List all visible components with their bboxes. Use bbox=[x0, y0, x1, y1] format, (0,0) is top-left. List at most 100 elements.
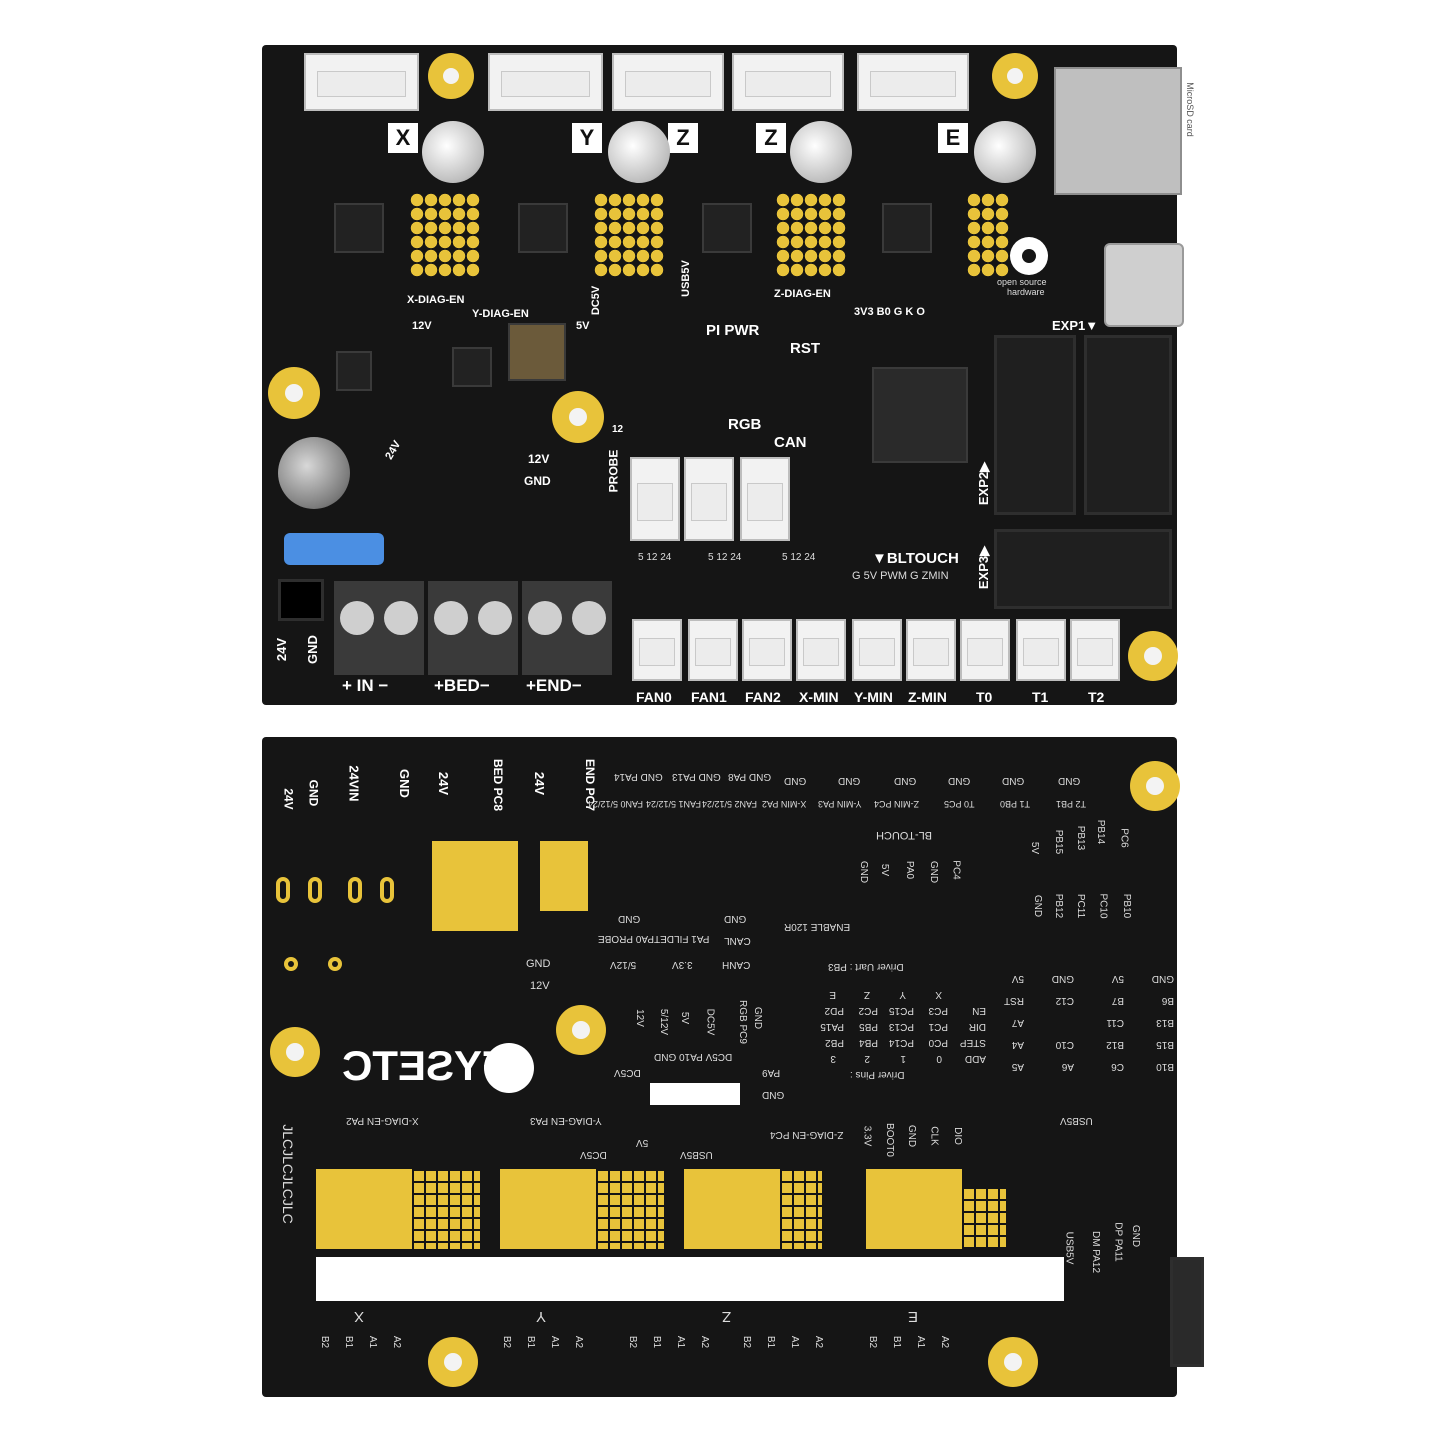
probe-gnd-label: GND bbox=[618, 913, 641, 924]
rgb-gnd-label: GND bbox=[752, 1006, 764, 1030]
enable-label: ENABLE 120R bbox=[784, 921, 851, 932]
power-24v-label: 24V bbox=[274, 637, 290, 662]
rgb-12v-label: 12V bbox=[633, 1009, 645, 1027]
motor-pin-a1: A1 bbox=[549, 1335, 561, 1349]
motor-pin-b2: B2 bbox=[867, 1335, 879, 1349]
fan-volt-label-2: 5 12 24 bbox=[782, 552, 816, 563]
microsd-slot-back bbox=[1170, 1257, 1204, 1367]
pin bbox=[284, 957, 298, 971]
terminal-end-label: +END− bbox=[526, 676, 582, 695]
bltouch-pins-label: G 5V PWM G ZMIN bbox=[852, 570, 949, 582]
driver-pad bbox=[684, 1169, 780, 1249]
uart-dc5v-side: DC5V bbox=[614, 1067, 641, 1078]
t0-connector bbox=[960, 619, 1010, 681]
rst-label: RST bbox=[790, 340, 820, 357]
uart-pa9-label: PA9 bbox=[762, 1067, 781, 1078]
usb-5v-label: 5V bbox=[636, 1137, 649, 1148]
oval-pad bbox=[276, 877, 290, 903]
fan0-signal-label: FAN0 5/12/24 bbox=[588, 799, 644, 809]
xmin-signal-label: X-MIN PA2 bbox=[762, 799, 807, 809]
exp-cell: 5V bbox=[1011, 973, 1024, 984]
can-connector bbox=[684, 457, 734, 541]
driver-row: DIR bbox=[968, 1021, 986, 1032]
usb-usb5v-label: USB5V bbox=[680, 1149, 713, 1160]
t1-label: T1 bbox=[1032, 689, 1049, 705]
probe-33v-label: 3.3V bbox=[672, 959, 693, 970]
exp-cell: B12 bbox=[1106, 1039, 1124, 1050]
terminal-in-label: + IN − bbox=[342, 676, 389, 695]
motor-pin-b1: B1 bbox=[651, 1335, 663, 1349]
motor-pin-b1: B1 bbox=[891, 1335, 903, 1349]
z-min-label: Z-MIN bbox=[908, 689, 947, 705]
can-label: CAN bbox=[774, 434, 807, 451]
rgb-label: RGB bbox=[728, 416, 762, 433]
microsd-slot bbox=[1054, 67, 1182, 195]
thermal-pad-grid bbox=[594, 193, 664, 277]
bottom-board: 24V GND 24VIN GND 24V BED PC8 24V END PC… bbox=[262, 737, 1204, 1397]
z-diag-en-pc4: Z-DIAG-EN PC4 bbox=[770, 1129, 844, 1140]
power-gnd-label: GND bbox=[304, 635, 320, 664]
microsd-label: MicroSD card bbox=[1184, 82, 1195, 137]
motor-connector-z1 bbox=[612, 53, 724, 111]
exp-cell: 5V bbox=[1111, 973, 1124, 984]
exp-cell: B15 bbox=[1156, 1039, 1174, 1050]
zmin-gnd-label: GND bbox=[894, 775, 917, 786]
probe-12-label: 12 bbox=[612, 424, 624, 435]
usb-pin-usb5v: USB5V bbox=[1063, 1231, 1075, 1265]
terminal-end bbox=[522, 581, 612, 675]
exp1-header bbox=[994, 335, 1076, 515]
terminal-bed-label: +BED− bbox=[434, 676, 490, 695]
rgb-5v-label: 5V bbox=[679, 1011, 691, 1025]
power-pad bbox=[432, 841, 518, 931]
stepper-driver-chip bbox=[518, 203, 568, 253]
capacitor bbox=[278, 437, 350, 509]
motor-connector-z2 bbox=[732, 53, 844, 111]
motor-pin-b1: B1 bbox=[525, 1335, 537, 1349]
uart-header-silk bbox=[650, 1083, 740, 1105]
exp3-header bbox=[994, 529, 1172, 609]
uart-gnd-label: GND bbox=[654, 1051, 677, 1062]
y-min-connector bbox=[852, 619, 902, 681]
driver-row: ADD bbox=[964, 1053, 986, 1064]
regulator-chip bbox=[452, 347, 492, 387]
t0-label: T0 bbox=[976, 689, 993, 705]
exp-cell: A5 bbox=[1011, 1061, 1024, 1072]
oval-pad bbox=[380, 877, 394, 903]
driver-row: PB5 bbox=[859, 1021, 878, 1032]
gnd-pin-label: GND bbox=[526, 958, 551, 970]
t2-gnd-label: GND bbox=[1058, 775, 1081, 786]
pi-pwr-label: PI PWR bbox=[706, 322, 760, 339]
driver-pad bbox=[316, 1169, 412, 1249]
driver-row: PB2 bbox=[825, 1037, 844, 1048]
zmin-signal-label: Z-MIN PC4 bbox=[874, 799, 919, 809]
regulator-chip bbox=[336, 351, 372, 391]
fan-volt-label-1: 5 12 24 bbox=[708, 552, 742, 563]
oval-pad bbox=[348, 877, 362, 903]
exp1-label: EXP1▼ bbox=[1052, 318, 1099, 333]
capacitor bbox=[974, 121, 1036, 183]
probe-pa0-label: PA0 PROBE bbox=[598, 933, 654, 944]
brand-label: FYSETC bbox=[342, 1042, 508, 1089]
fan2-label: FAN2 bbox=[745, 689, 781, 705]
driver-row: 1 bbox=[900, 1053, 906, 1064]
uart-gnd-side: GND bbox=[762, 1089, 785, 1100]
stepper-driver-chip bbox=[882, 203, 932, 253]
exp-col2-pb10: PB10 bbox=[1121, 893, 1133, 919]
y-diag-en-label: Y-DIAG-EN bbox=[472, 308, 529, 320]
exp-col-pb15: PB15 bbox=[1053, 829, 1065, 855]
motor-pin-a1: A1 bbox=[675, 1335, 687, 1349]
exp-cell: B7 bbox=[1111, 995, 1124, 1006]
z-diag-en-label: Z-DIAG-EN bbox=[774, 288, 831, 300]
mount-hole bbox=[428, 1337, 478, 1387]
exp-col-pc6: PC6 bbox=[1118, 828, 1130, 848]
motor-pin-a1: A1 bbox=[915, 1335, 927, 1349]
exp-col-pb14: PB14 bbox=[1095, 819, 1107, 845]
driver-row: PC0 bbox=[928, 1037, 948, 1048]
mount-hole bbox=[552, 391, 604, 443]
t0-signal-label: T0 PC5 bbox=[944, 799, 975, 809]
fan1-gnd-label: GND PA13 bbox=[672, 771, 721, 782]
usb5v-label: USB5V bbox=[679, 260, 692, 297]
driver-pad-grid bbox=[596, 1169, 664, 1249]
t2-connector bbox=[1070, 619, 1120, 681]
driver-row: PB4 bbox=[859, 1037, 878, 1048]
